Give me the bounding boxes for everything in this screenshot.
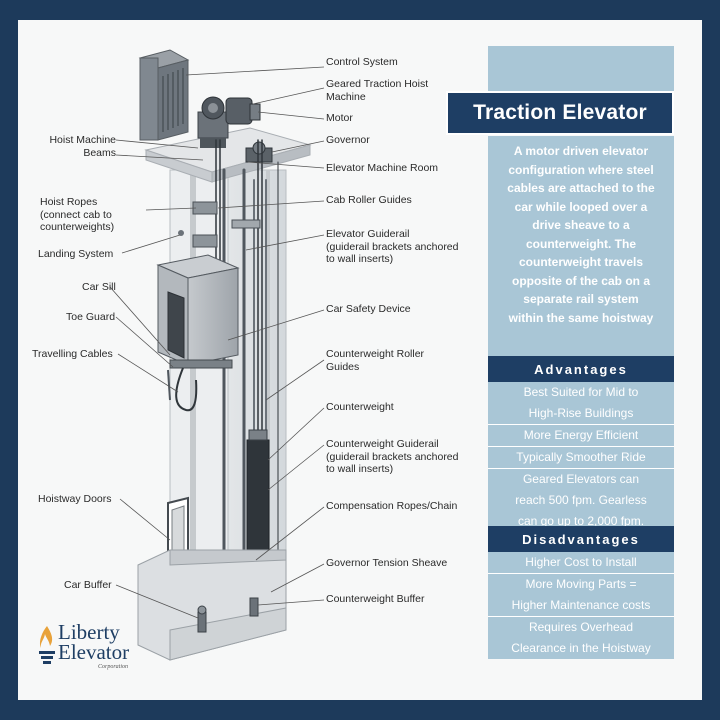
disadvantages-item: Higher Cost to Install (488, 552, 674, 574)
label-cw-guiderail: Counterweight Guiderail (guiderail brack… (326, 438, 459, 475)
disadvantages-item-line: Higher Cost to Install (525, 555, 637, 569)
advantages-item: Geared Elevators can reach 500 fpm. Gearl… (488, 469, 674, 532)
intro-text: A motor driven elevator configuration whe… (488, 136, 674, 356)
intro-line: separate rail system (523, 292, 639, 306)
intro-line: counterweight travels (518, 255, 644, 269)
disadvantages-heading: Disadvantages (488, 526, 674, 552)
advantages-item: Typically Smoother Ride (488, 447, 674, 469)
disadvantages-item-line: Clearance in the Hoistway (511, 641, 651, 655)
advantages-item: More Energy Efficient (488, 425, 674, 447)
disadvantages-item-line: More Moving Parts = (525, 577, 637, 591)
pit (137, 549, 287, 661)
label-landing-system: Landing System (38, 248, 114, 260)
elevator-diagram (109, 49, 325, 661)
advantages-item-line: Typically Smoother Ride (516, 450, 646, 464)
logo-line2: Elevator (58, 640, 130, 664)
page-title: Traction Elevator (473, 101, 647, 124)
label-hoist-ropes: Hoist Ropes (connect cab to counterweigh… (40, 196, 115, 233)
advantages-item-line: High-Rise Buildings (528, 406, 634, 420)
disadvantages-item: More Moving Parts = Higher Maintenance co… (488, 574, 674, 617)
cab-roller-guides (178, 201, 261, 248)
advantages-item-line: More Energy Efficient (523, 428, 639, 442)
intro-line: configuration where steel (508, 162, 654, 177)
intro-line: opposite of the cab on a (511, 273, 650, 288)
label-governor: Governor (326, 134, 370, 146)
advantages-item-line: reach 500 fpm. Gearless (515, 493, 647, 507)
label-travelling-cables: Travelling Cables (32, 348, 113, 360)
label-toe-guard: Toe Guard (66, 311, 116, 323)
label-motor: Motor (326, 112, 353, 124)
label-elevator-guiderail: Elevator Guiderail (guiderail brackets a… (326, 228, 459, 265)
label-car-sill: Car Sill (82, 281, 116, 293)
label-cab-roller-guides: Cab Roller Guides (326, 194, 412, 206)
label-cw-roller-guides: Counterweight Roller Guides (326, 348, 425, 373)
intro-line: drive sheave to a (532, 218, 630, 232)
label-geared-hoist: Geared Traction Hoist Machine (326, 78, 429, 103)
logo-line1: Liberty (58, 620, 120, 644)
panel-top-strip (488, 46, 674, 91)
label-hoist-beams: Hoist Machine Beams (49, 134, 116, 159)
advantages-item-line: can go up to 2,000 fpm. (517, 514, 645, 528)
label-counterweight: Counterweight (326, 401, 394, 413)
advantages-item-line: Best Suited for Mid to (523, 385, 639, 399)
label-governor-sheave: Governor Tension Sheave (326, 557, 448, 569)
counterweight (246, 429, 270, 567)
intro-line: car while looped over a (514, 199, 648, 214)
intro-line: cables are attached to the (507, 181, 655, 195)
flame-icon (39, 626, 55, 664)
logo-sub: Corporation (98, 664, 129, 670)
title-box: Traction Elevator (446, 91, 674, 135)
intro-line: A motor driven elevator (513, 144, 649, 158)
advantages-list: Best Suited for Mid to High-Rise Building… (488, 382, 674, 532)
advantages-heading: Advantages (488, 356, 674, 382)
label-machine-room: Elevator Machine Room (326, 162, 439, 174)
label-hoistway-doors: Hoistway Doors (38, 493, 112, 505)
label-control-system: Control System (326, 56, 398, 68)
control-system-cabinet (138, 49, 190, 141)
elevator-car (156, 254, 240, 412)
liberty-elevator-logo: Liberty Elevator Corporation (36, 620, 176, 680)
label-car-buffer: Car Buffer (64, 579, 112, 591)
intro-line: counterweight. The (525, 236, 636, 251)
label-cw-buffer: Counterweight Buffer (326, 593, 425, 605)
advantages-item: Best Suited for Mid to High-Rise Building… (488, 382, 674, 425)
info-panel: Traction Elevator A motor driven elevato… (446, 46, 674, 696)
disadvantages-item-line: Higher Maintenance costs (511, 598, 651, 612)
disadvantages-item-line: Requires Overhead (528, 620, 634, 634)
advantages-item-line: Geared Elevators can (522, 472, 640, 486)
leader-lines (109, 66, 325, 619)
label-car-safety: Car Safety Device (326, 303, 411, 315)
label-comp-ropes: Compensation Ropes/Chain (326, 500, 458, 512)
intro-line: within the same hoistway (508, 310, 654, 325)
infographic-frame: Control System Geared Traction Hoist Mac… (18, 20, 702, 700)
